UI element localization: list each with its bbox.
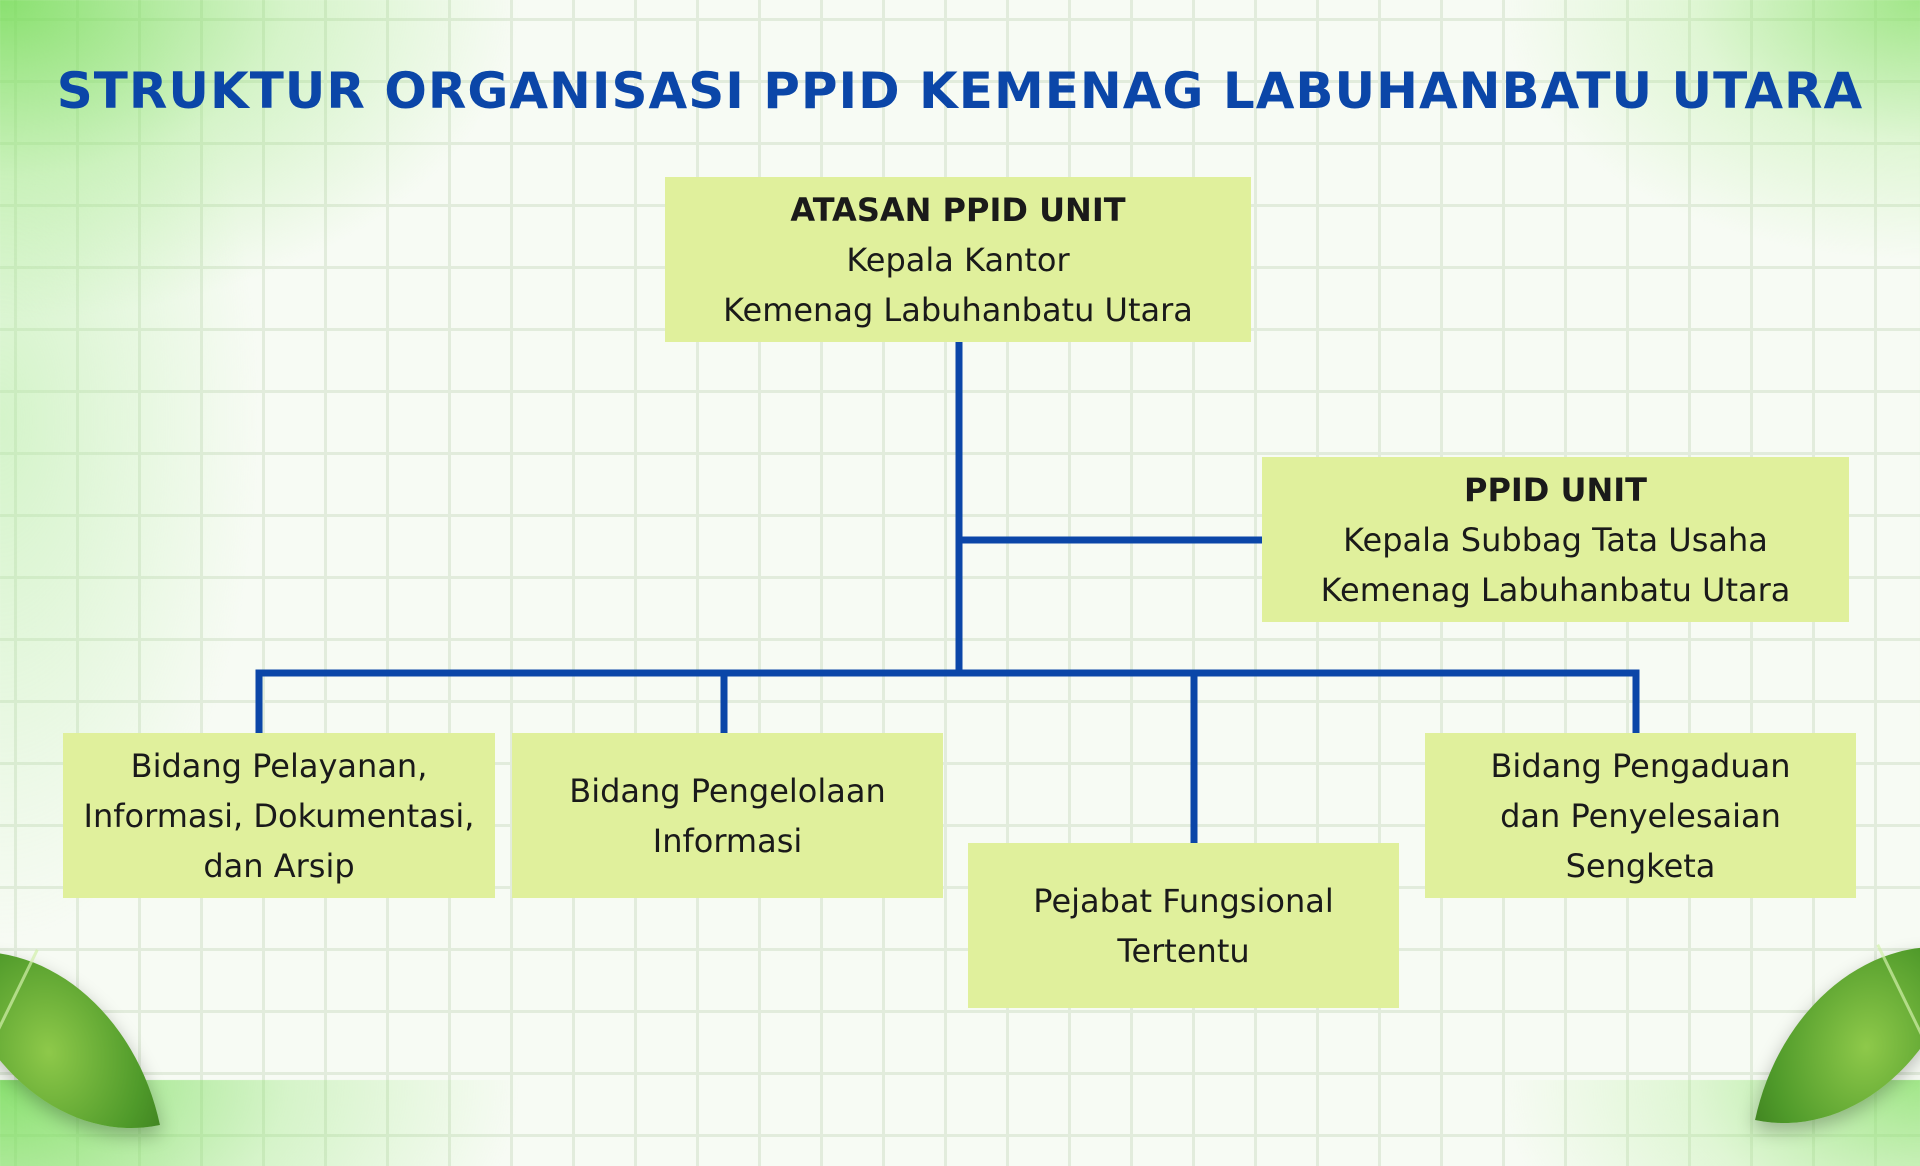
node-bidang-pelayanan: Bidang Pelayanan, Informasi, Dokumentasi… (63, 733, 495, 898)
node-text: Informasi, Dokumentasi, (83, 796, 475, 835)
node-text: Tertentu (1117, 931, 1250, 970)
connector-lines (255, 338, 1640, 847)
node-text: Informasi (652, 821, 803, 860)
node-text: Kemenag Labuhanbatu Utara (1320, 570, 1791, 609)
node-heading: ATASAN PPID UNIT (790, 190, 1126, 229)
node-ppid-unit: PPID UNIT Kepala Subbag Tata Usaha Kemen… (1262, 457, 1849, 622)
node-text: Kepala Subbag Tata Usaha (1343, 520, 1768, 559)
node-pejabat-fungsional: Pejabat Fungsional Tertentu (968, 843, 1399, 1008)
node-text: Bidang Pengaduan (1490, 746, 1791, 785)
node-heading: PPID UNIT (1463, 470, 1647, 509)
node-bidang-pengaduan: Bidang Pengaduan dan Penyelesaian Sengke… (1425, 733, 1856, 898)
node-text: Kemenag Labuhanbatu Utara (723, 290, 1193, 329)
node-text: Bidang Pengelolaan (569, 771, 886, 810)
node-text: dan Arsip (203, 846, 355, 885)
node-atasan-ppid-unit: ATASAN PPID UNIT Kepala Kantor Kemenag L… (665, 177, 1251, 342)
node-text: Pejabat Fungsional (1033, 881, 1334, 920)
page-title: STRUKTUR ORGANISASI PPID KEMENAG LABUHAN… (56, 62, 1864, 120)
node-bidang-pengelolaan: Bidang Pengelolaan Informasi (512, 733, 943, 898)
node-text: Sengketa (1565, 846, 1716, 885)
node-text: Kepala Kantor (846, 240, 1070, 279)
node-text: dan Penyelesaian (1500, 796, 1781, 835)
node-text: Bidang Pelayanan, (130, 746, 428, 785)
